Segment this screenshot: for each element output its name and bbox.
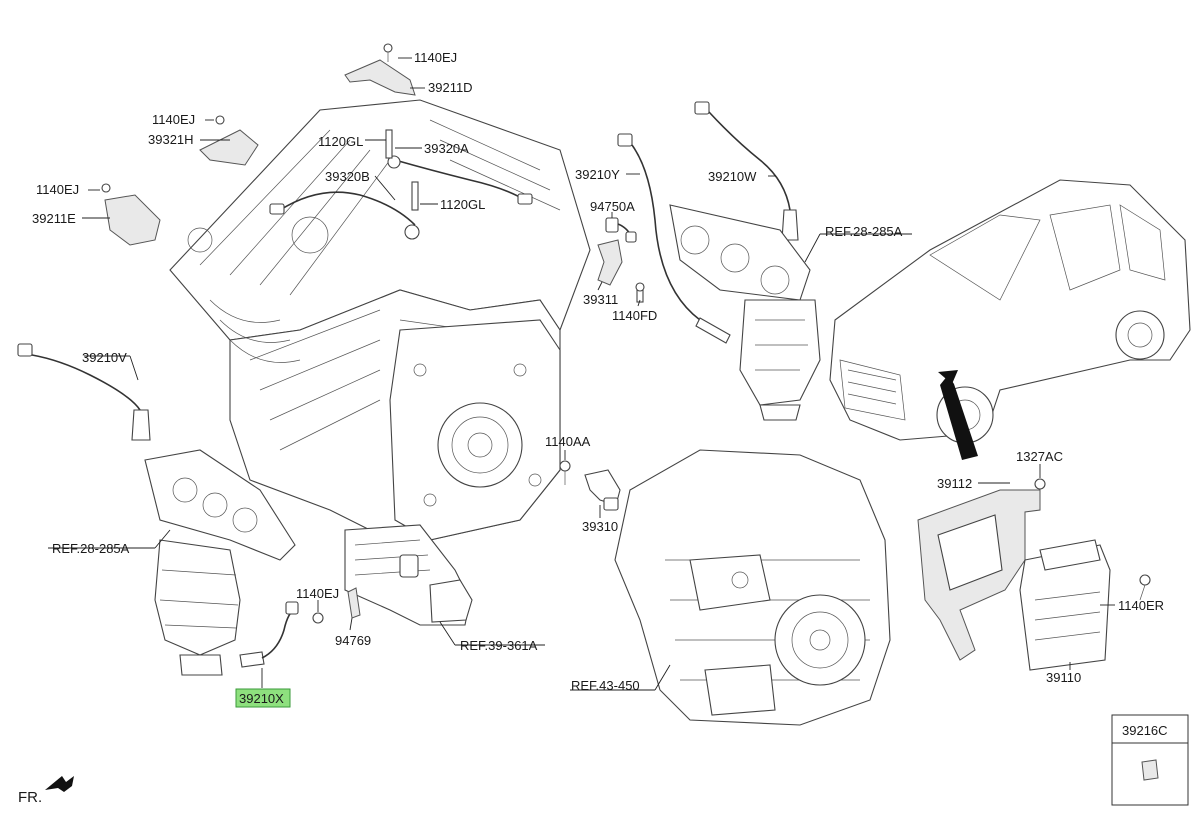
callout-1120gl-b: 1120GL bbox=[440, 197, 485, 212]
sensor-39310 bbox=[584, 469, 621, 511]
front-label: FR. bbox=[18, 789, 42, 806]
callout-94769: 94769 bbox=[335, 633, 371, 648]
oxygen-sensor-39210w bbox=[694, 101, 799, 241]
callout-1327ac: 1327AC bbox=[1016, 449, 1063, 464]
callout-39216c: 39216C bbox=[1122, 723, 1168, 738]
callout-94750a: 94750A bbox=[590, 199, 635, 214]
front-direction-arrow bbox=[45, 776, 74, 792]
vehicle-silhouette bbox=[829, 179, 1191, 460]
callout-39112: 39112 bbox=[937, 476, 972, 491]
callout-39320a: 39320A bbox=[424, 141, 469, 156]
oxygen-sensor-39210x bbox=[239, 601, 299, 688]
callout-39210v: 39210V bbox=[82, 350, 127, 365]
bolt-1140fd bbox=[635, 282, 645, 303]
bracket-39211d bbox=[344, 43, 416, 96]
oxygen-sensor-39210v bbox=[17, 343, 151, 441]
leader-lines bbox=[48, 57, 1115, 691]
callout-39210w: 39210W bbox=[708, 169, 757, 184]
callout-39210y: 39210Y bbox=[575, 167, 620, 182]
transmission-assembly bbox=[614, 449, 891, 726]
callout-39320b: 39320B bbox=[325, 169, 370, 184]
bolt-1327ac bbox=[1034, 478, 1046, 490]
callout-ref-28-285a-right: REF.28-285A bbox=[825, 224, 903, 239]
callout-1140ej-top: 1140EJ bbox=[414, 50, 457, 65]
sensor-harness-39320 bbox=[269, 129, 533, 240]
oxygen-sensor-39210y bbox=[617, 133, 731, 344]
bolt-1140ej-bottom bbox=[312, 612, 324, 624]
callout-1140ej-bottom: 1140EJ bbox=[296, 586, 339, 601]
starter-motor bbox=[344, 524, 473, 626]
sensor-94750a bbox=[605, 217, 637, 243]
sensor-94769 bbox=[347, 587, 361, 619]
callout-39311: 39311 bbox=[583, 292, 618, 307]
bolt-1140aa bbox=[559, 460, 571, 485]
callout-39210x: 39210X bbox=[239, 691, 284, 706]
exhaust-manifold-right bbox=[669, 204, 821, 421]
bolt-1140er bbox=[1139, 574, 1151, 601]
callout-39310: 39310 bbox=[582, 519, 618, 534]
callout-39211d: 39211D bbox=[428, 80, 473, 95]
bracket-39211e bbox=[101, 183, 161, 246]
ecu-bracket-39112 bbox=[917, 489, 1041, 661]
exhaust-manifold-left bbox=[144, 449, 296, 676]
ecu-39110 bbox=[1019, 539, 1111, 671]
callout-1140aa: 1140AA bbox=[545, 434, 591, 449]
callout-1140ej-left: 1140EJ bbox=[152, 112, 195, 127]
callout-1120gl-a: 1120GL bbox=[318, 134, 363, 149]
callout-1140fd: 1140FD bbox=[612, 308, 657, 323]
callout-39210x-highlight: 39210X bbox=[235, 688, 291, 708]
callout-labels: 1140EJ 39211D 1140EJ 39321H 1120GL 39320… bbox=[18, 50, 1168, 806]
callout-39110: 39110 bbox=[1046, 670, 1081, 685]
callout-ref-43-450: REF.43-450 bbox=[571, 678, 640, 693]
engine-assembly bbox=[169, 99, 591, 541]
callout-1140ej-side: 1140EJ bbox=[36, 182, 79, 197]
bracket-39321h bbox=[199, 115, 259, 166]
callout-ref-28-285a-left: REF.28-285A bbox=[52, 541, 130, 556]
callout-ref-39-361a: REF.39-361A bbox=[460, 638, 538, 653]
callout-39211e: 39211E bbox=[32, 211, 76, 226]
callout-39321h: 39321H bbox=[148, 132, 194, 147]
callout-1140er: 1140ER bbox=[1118, 598, 1164, 613]
part-box-39216c bbox=[1111, 714, 1189, 806]
sensor-39311 bbox=[597, 239, 623, 286]
